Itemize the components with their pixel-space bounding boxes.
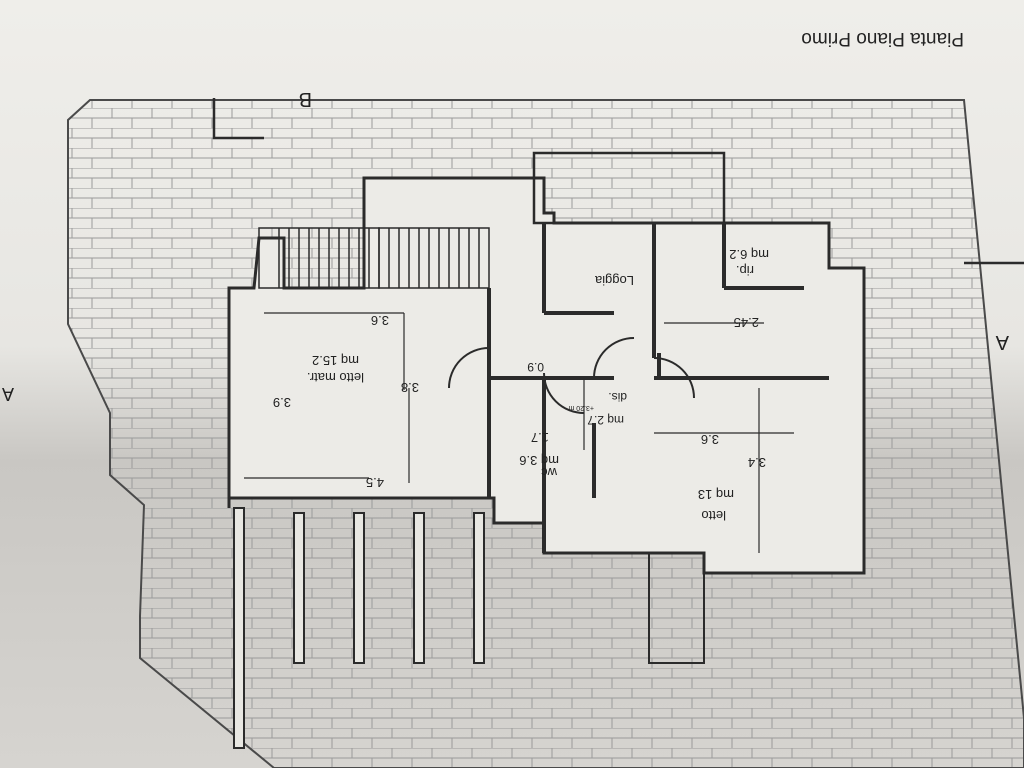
dim-letto-matrimoniale-side: 3.8 xyxy=(401,380,419,395)
section-mark-a-edge: A xyxy=(2,384,14,404)
drawing-title: Pianta Piano Primo xyxy=(801,28,964,49)
dim-letto-width: 3.6 xyxy=(701,432,719,447)
room-area-letto-matrimoniale: mq 15.2 xyxy=(312,353,359,368)
dim-letto-matrimoniale-bottom: 4.5 xyxy=(366,475,384,490)
section-mark-b: B xyxy=(299,88,312,110)
internal-walls xyxy=(487,223,829,553)
room-area-wc: mq 3.6 xyxy=(519,453,559,468)
room-name-loggia: Loggia xyxy=(594,273,634,288)
dimension-lines xyxy=(244,312,794,553)
staircase xyxy=(258,227,490,289)
room-area-letto: mq 13 xyxy=(698,487,734,502)
room-area-ripostiglio: mq 6.2 xyxy=(729,247,769,262)
room-name-disimpegno: dis. xyxy=(608,390,627,404)
room-area-disimpegno: mq 2.7 xyxy=(587,413,624,427)
dim-wc: 1.7 xyxy=(531,430,549,445)
room-name-wc: wc xyxy=(541,465,558,480)
dim-letto-height: 3.4 xyxy=(748,455,766,470)
dim-disimpegno: 0.9 xyxy=(527,360,544,374)
dim-letto-matrimoniale-side2: 3.9 xyxy=(273,395,291,410)
section-markers xyxy=(212,98,1024,265)
section-mark-a: A xyxy=(995,331,1009,353)
room-name-letto-matrimoniale: letto matr. xyxy=(307,370,364,385)
room-name-ripostiglio: rip. xyxy=(736,263,754,278)
level-disimpegno: +3.20 m xyxy=(568,404,594,411)
door-swings xyxy=(448,337,705,664)
room-name-letto: letto xyxy=(701,508,726,523)
loggia-box xyxy=(532,151,726,225)
dim-ripostiglio: 2.45 xyxy=(734,315,759,330)
pergola-beams xyxy=(233,507,485,749)
dim-letto-matrimoniale-top: 3.6 xyxy=(371,313,389,328)
